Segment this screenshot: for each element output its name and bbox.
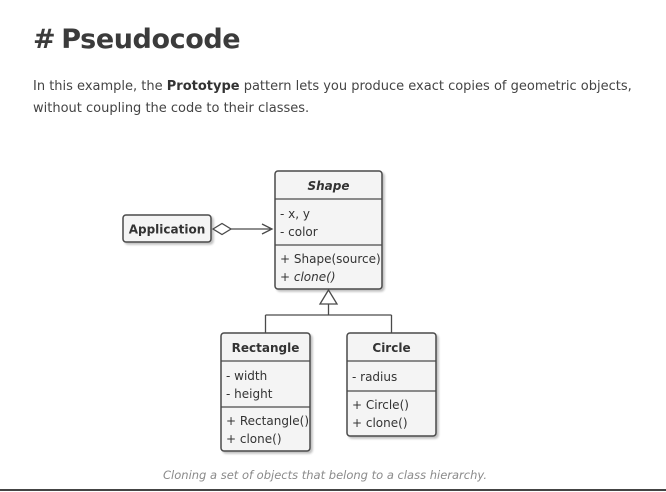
intro-text-before: In this example, the [33,79,167,94]
bottom-divider [0,489,666,491]
rectangle-method: + clone() [226,432,282,446]
shape-field: - color [280,225,318,239]
aggregation-diamond-icon [211,222,233,236]
circle-method: + Circle() [352,398,409,412]
section-title: Pseudocode [61,24,241,55]
intro-text-after: pattern lets you produce exact copies of… [33,79,632,116]
rectangle-class: Rectangle - width - height + Rectangle()… [220,332,311,452]
inheritance-connector [264,288,393,333]
aggregation-connector [211,222,274,236]
rectangle-field: - height [226,387,273,401]
shape-class-name: Shape [307,179,349,193]
rectangle-field: - width [226,369,267,383]
class-diagram: Application Shape - x, y - color + Shape… [122,170,437,452]
anchor-hash[interactable]: # [33,24,56,55]
association-arrow-icon [261,223,274,235]
circle-class: Circle - radius + Circle() + clone() [346,332,437,437]
circle-class-name: Circle [372,341,410,355]
application-label: Application [129,223,206,237]
circle-field: - radius [352,370,397,384]
shape-method: + clone() [280,270,336,284]
rectangle-method: + Rectangle() [226,414,309,428]
intro-paragraph: In this example, the Prototype pattern l… [33,76,633,120]
shape-method: + Shape(source) [280,252,381,266]
figure-caption: Cloning a set of objects that belong to … [163,468,487,482]
intro-highlight: Prototype [166,79,240,94]
shape-class: Shape - x, y - color + Shape(source) + c… [274,170,383,290]
shape-field: - x, y [280,207,310,221]
section-heading: #Pseudocode [33,22,241,58]
circle-method: + clone() [352,416,408,430]
application-class: Application [122,214,212,243]
inheritance-triangle-icon [318,288,339,305]
rectangle-class-name: Rectangle [232,341,300,355]
